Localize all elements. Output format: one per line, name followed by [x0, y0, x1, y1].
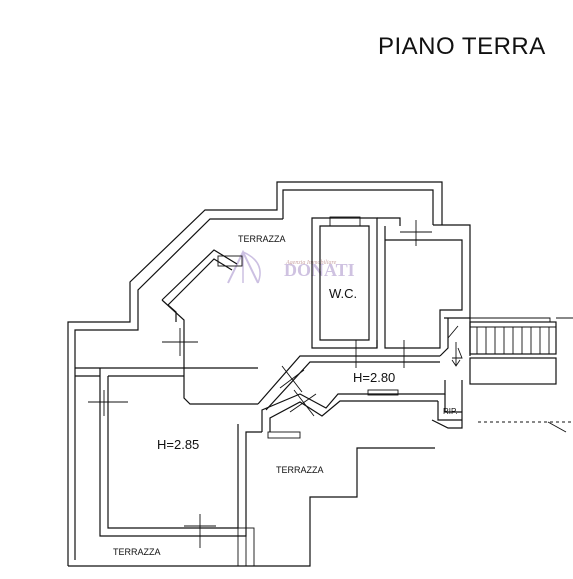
label-living-height: H=2.85 — [157, 437, 199, 452]
plan-title: PIANO TERRA — [378, 33, 546, 60]
label-terrazza-top: TERRAZZA — [238, 234, 286, 244]
label-rip: RIP. — [443, 407, 458, 416]
window-marks — [88, 216, 432, 567]
watermark-tagline: Agenzia Immobiliare — [285, 260, 337, 266]
property-line-tick — [547, 421, 567, 433]
label-terrazza-bottom: TERRAZZA — [113, 547, 161, 557]
interior-walls — [75, 217, 471, 537]
watermark-brand: DONATI — [284, 260, 355, 280]
external-stairs — [469, 317, 573, 385]
label-hall-height: H=2.80 — [353, 370, 395, 385]
label-terrazza-mid: TERRAZZA — [276, 465, 324, 475]
agency-watermark: Agenzia Immobiliare DONATI — [227, 249, 355, 284]
agency-logo-icon — [227, 249, 261, 284]
label-wc: W.C. — [329, 286, 357, 301]
